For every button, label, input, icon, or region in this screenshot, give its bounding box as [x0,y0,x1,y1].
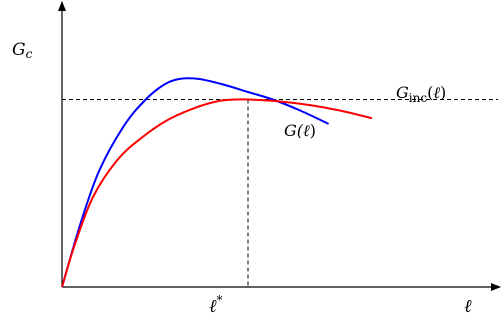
lstar-tick-label: ℓ* [209,293,223,317]
ginc-series-line [61,98,373,288]
x-axis-label: ℓ [464,296,472,317]
y-axis-label: Gc [12,40,33,61]
g-series-line [61,77,330,288]
ginc-series-label: Ginc(ℓ) [396,83,446,105]
series-layer [61,77,373,288]
g-series-label: G(ℓ) [284,121,316,140]
